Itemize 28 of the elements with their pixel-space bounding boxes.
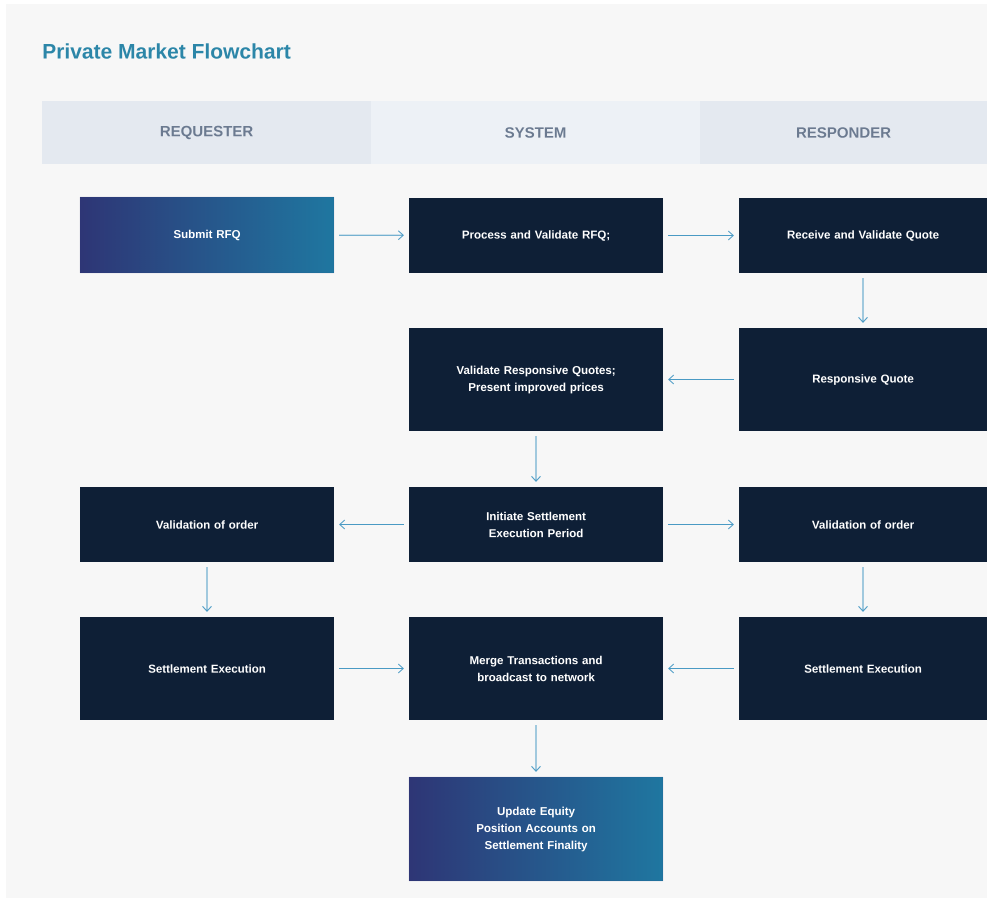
lane-header: RESPONDER	[700, 101, 987, 164]
process-box: Merge Transactions and broadcast to network	[409, 617, 663, 720]
process-box: Submit RFQ	[80, 196, 334, 274]
process-box: Validation of order	[739, 487, 987, 562]
arrow	[531, 724, 541, 772]
arrow	[339, 520, 404, 530]
process-box: Receive and Validate Quote	[739, 198, 987, 273]
arrow	[668, 664, 734, 674]
arrow	[531, 436, 541, 482]
process-box: Update Equity Position Accounts on Settlement Finality	[408, 776, 664, 882]
arrow	[338, 230, 404, 240]
process-box: Responsive Quote	[739, 328, 987, 431]
arrow	[202, 566, 212, 612]
process-box: Validate Responsive Quotes; Present improved prices	[409, 328, 663, 431]
arrow	[858, 278, 868, 323]
arrow	[338, 664, 404, 674]
process-box: Validation of order	[80, 487, 334, 562]
title: Private Market Flowchart	[44, 43, 290, 59]
process-box: Settlement Execution	[739, 617, 987, 720]
arrow	[668, 230, 734, 240]
lane-header: REQUESTER	[42, 101, 371, 164]
lane-header: SYSTEM	[371, 101, 700, 164]
arrow	[858, 566, 868, 612]
process-box: Settlement Execution	[80, 617, 334, 720]
process-box: Initiate Settlement Execution Period	[409, 487, 663, 562]
arrow	[668, 374, 734, 384]
arrow	[668, 520, 734, 530]
process-box: Process and Validate RFQ;	[409, 198, 663, 273]
